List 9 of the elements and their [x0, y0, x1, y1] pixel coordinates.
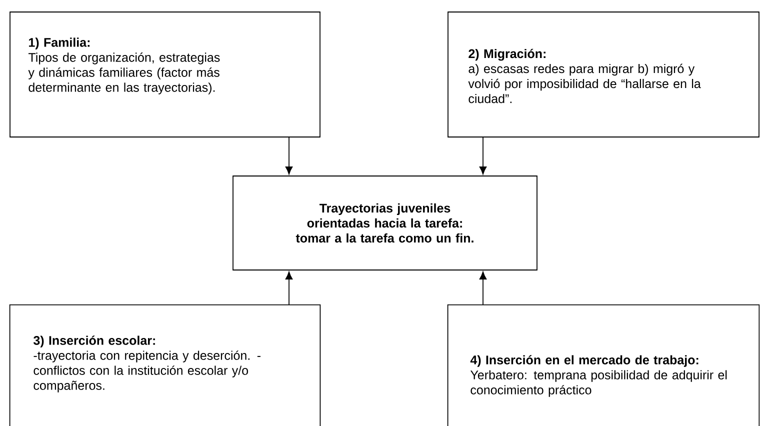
arrow [479, 137, 487, 174]
arrow [285, 137, 293, 174]
text-box: 1) Familia: Tipos de organización, estrategias y dinámicas familiares (factor más determinante en las trayectorias). [10, 12, 320, 138]
arrow [285, 272, 293, 306]
text-box: 2) Migración: a) escasas redes para migrar b) migró y volvió por imposibilidad de “hallarse en la ciudad”. [448, 12, 760, 138]
arrow [479, 272, 487, 306]
text-box: Trayectorias juveniles orientadas hacia la tarefa: tomar a la tarefa como un fin. [232, 176, 538, 270]
text-box: 3) Inserción escolar: -trayectoria con repitencia y deserción. -conflictos con la institución escolar y/o compañeros. [9, 304, 321, 426]
text-box: 4) Inserción en el mercado de trabajo: Yerbatero: temprana posibilidad de adquirir el conocimiento práctico [447, 304, 760, 426]
